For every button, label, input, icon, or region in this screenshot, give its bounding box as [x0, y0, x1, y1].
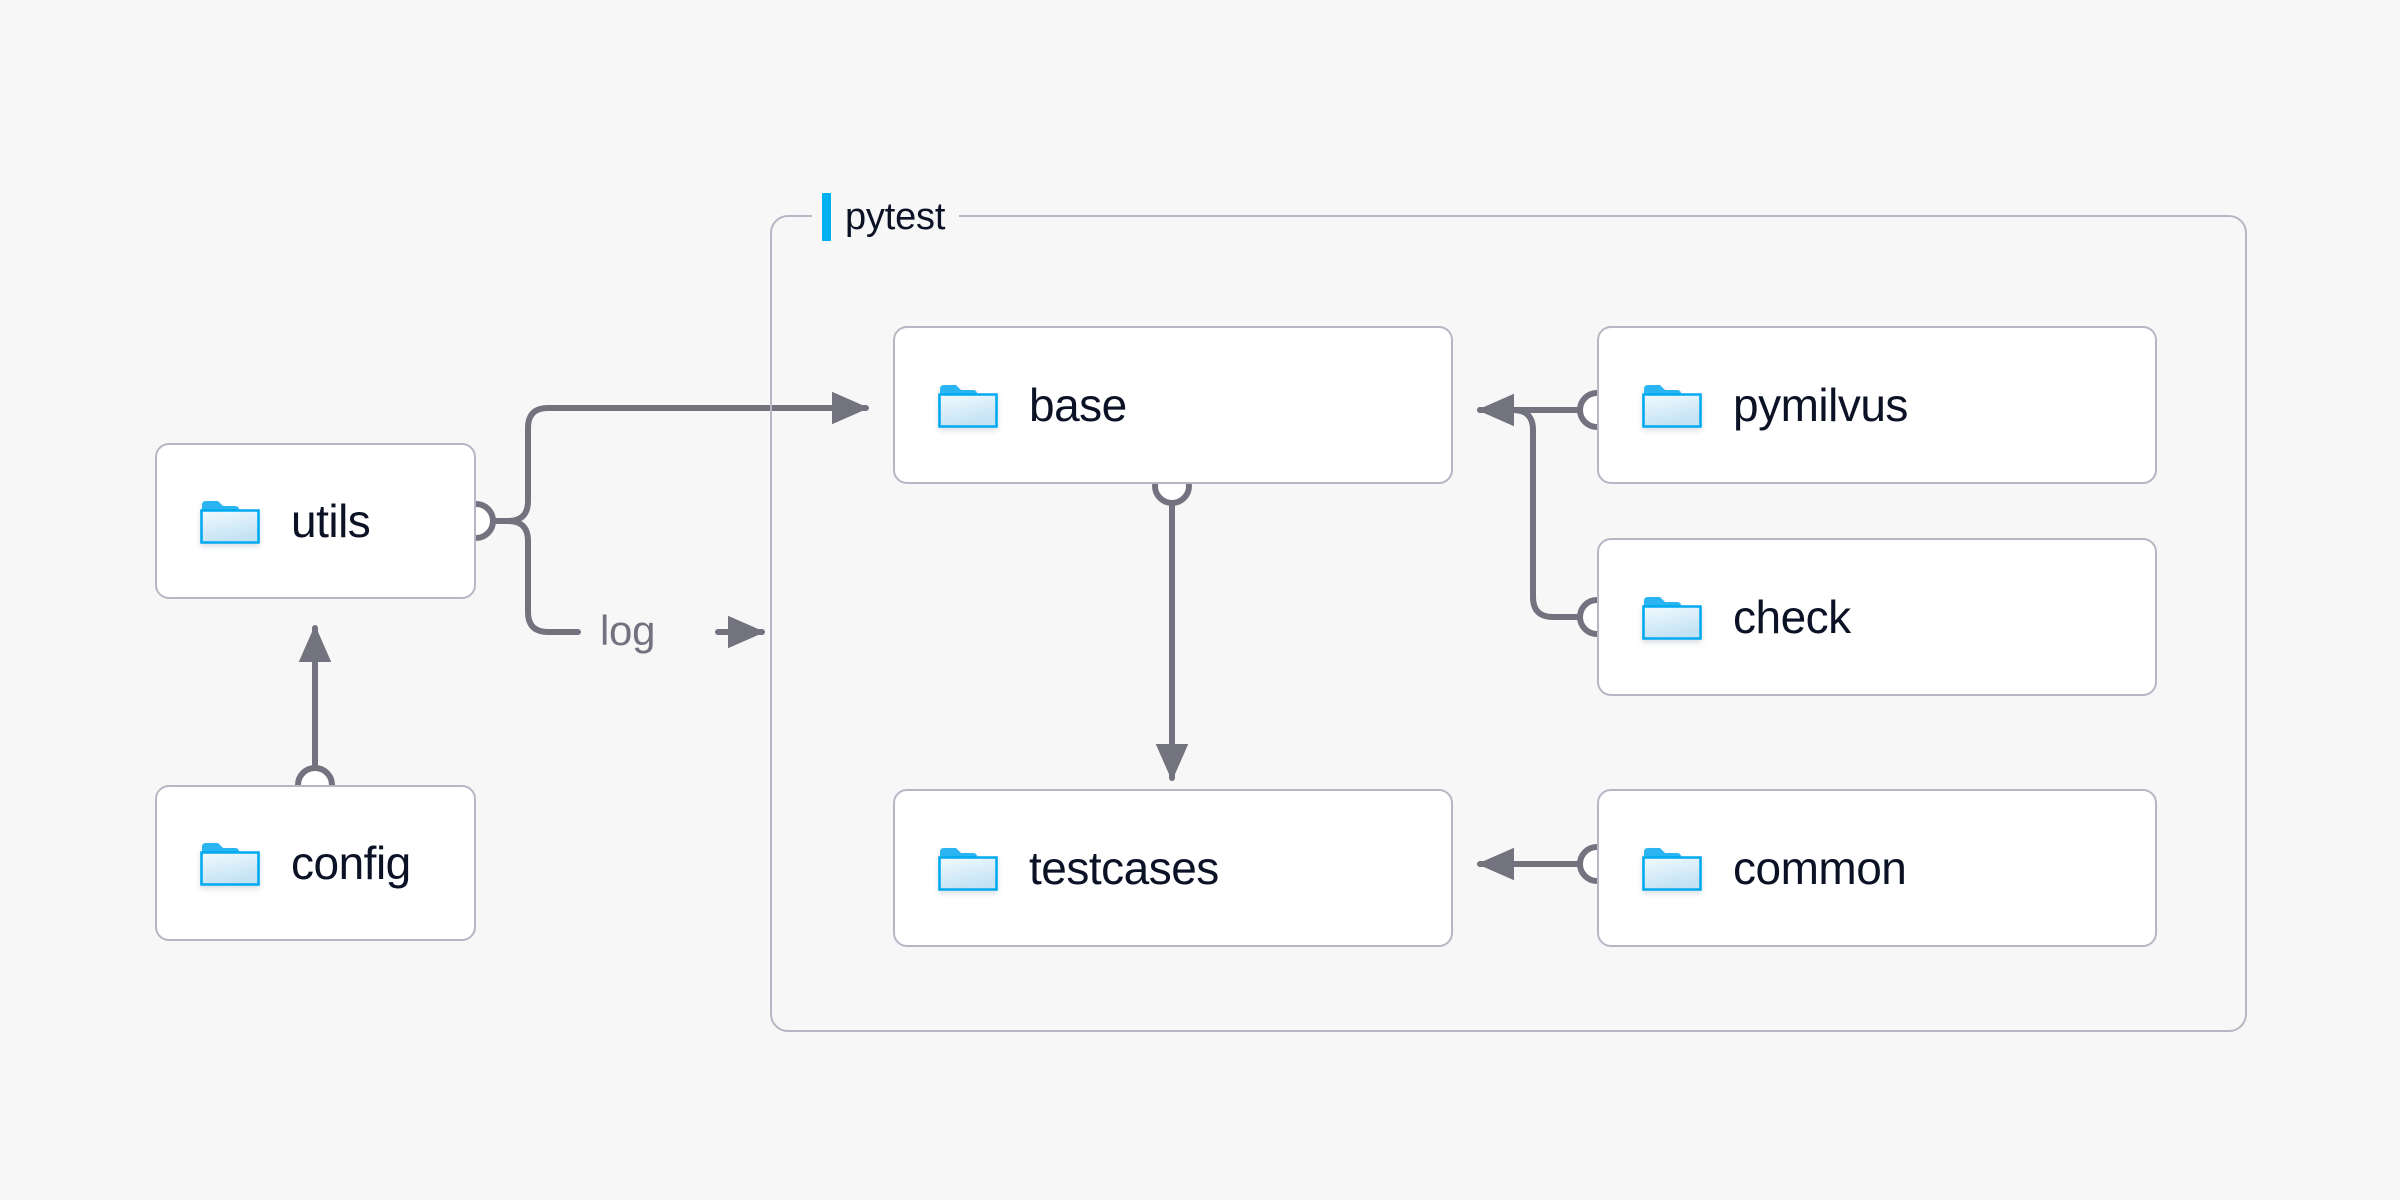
node-check-label: check: [1733, 591, 1851, 643]
node-testcases[interactable]: testcases: [893, 789, 1453, 947]
group-pytest-label-wrap: pytest: [812, 191, 960, 243]
edge-label-log: log: [592, 610, 664, 652]
folder-icon: [200, 843, 260, 886]
group-pytest[interactable]: [770, 215, 2247, 1032]
node-config-label: config: [291, 837, 411, 889]
node-testcases-label: testcases: [1029, 842, 1219, 894]
folder-icon: [1642, 848, 1702, 891]
node-common-label: common: [1733, 842, 1907, 894]
node-base[interactable]: base: [893, 326, 1453, 484]
node-check[interactable]: check: [1597, 538, 2157, 696]
node-utils[interactable]: utils: [155, 443, 476, 599]
folder-icon: [938, 848, 998, 891]
node-pymilvus[interactable]: pymilvus: [1597, 326, 2157, 484]
node-common[interactable]: common: [1597, 789, 2157, 947]
node-utils-label: utils: [291, 495, 371, 547]
folder-icon: [1642, 385, 1702, 428]
node-base-label: base: [1029, 379, 1127, 431]
edge-utils-to-log: [473, 518, 581, 635]
node-pymilvus-label: pymilvus: [1733, 379, 1908, 431]
node-config[interactable]: config: [155, 785, 476, 941]
folder-icon: [200, 501, 260, 544]
accent-bar-icon: [822, 193, 831, 241]
group-pytest-title: pytest: [845, 195, 946, 238]
folder-icon: [938, 385, 998, 428]
folder-icon: [1642, 597, 1702, 640]
